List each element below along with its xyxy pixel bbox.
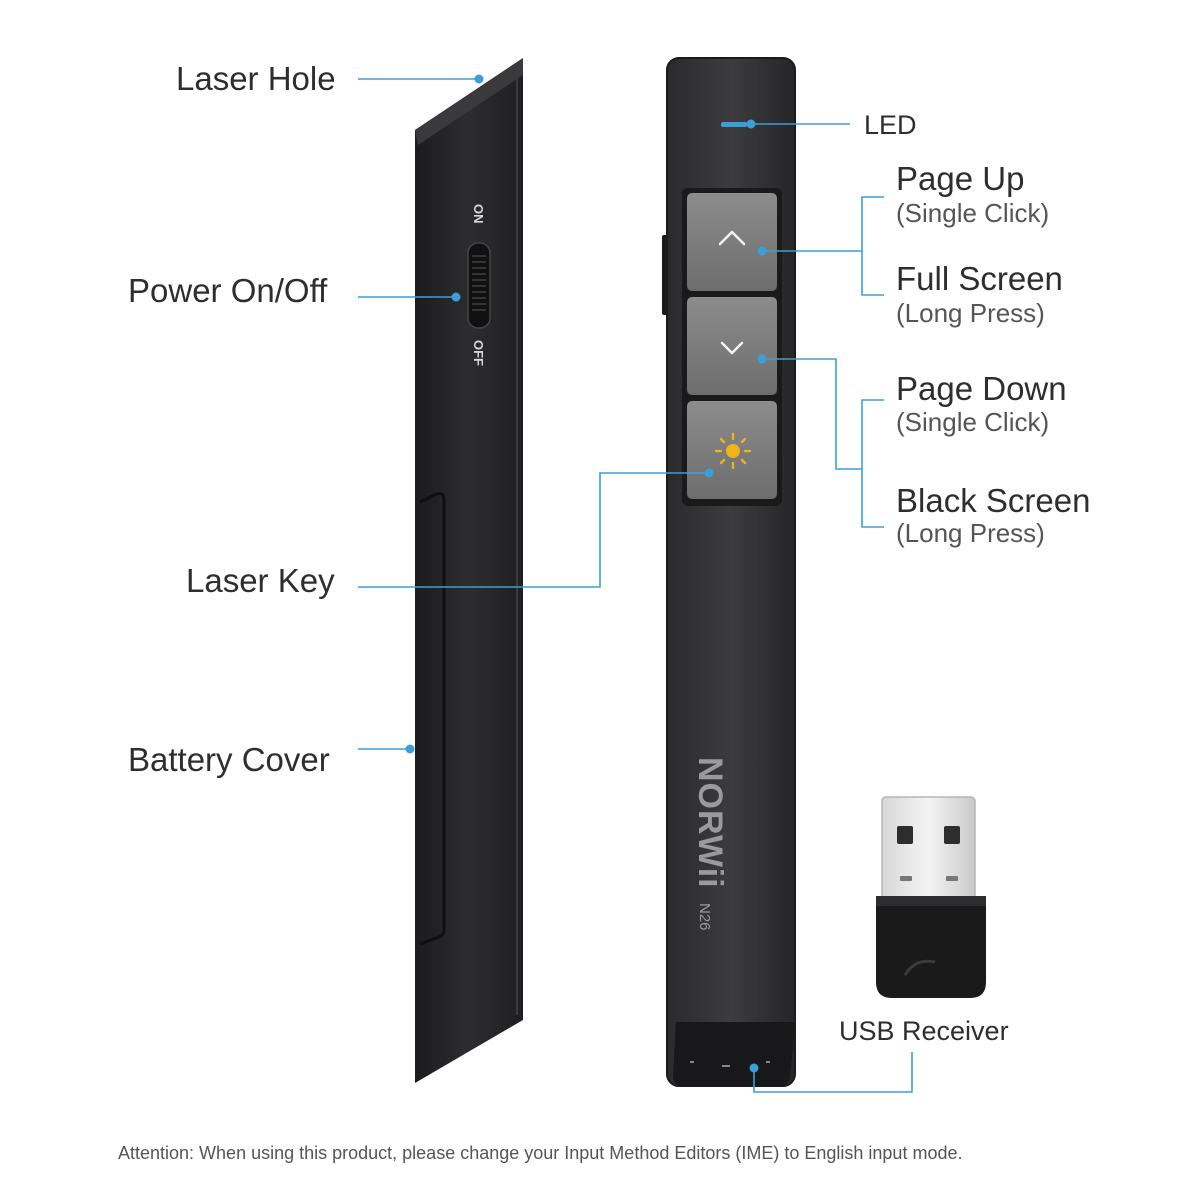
- laser-key-button[interactable]: [687, 401, 777, 499]
- laser-hole-label: Laser Hole: [176, 60, 336, 97]
- chevron-down-icon: [720, 341, 744, 355]
- callout-dots: [405, 74, 767, 1073]
- switch-on-label: ON: [471, 204, 486, 224]
- full-screen-action: (Long Press): [896, 298, 1045, 328]
- callout-lines: [358, 78, 913, 1093]
- page-down-button[interactable]: [687, 297, 777, 395]
- brand-logo: NORWii: [691, 757, 729, 889]
- sun-icon: [714, 432, 752, 470]
- attention-note: Attention: When using this product, plea…: [118, 1143, 963, 1163]
- battery-cover: [419, 492, 446, 946]
- laser-key-label: Laser Key: [186, 562, 335, 599]
- usb-receiver-label: USB Receiver: [839, 1016, 1009, 1046]
- led-label: LED: [864, 110, 917, 140]
- usb-receiver: [876, 796, 986, 998]
- chevron-up-icon: [718, 230, 746, 246]
- battery-cover-label: Battery Cover: [128, 741, 330, 778]
- power-label: Power On/Off: [128, 272, 328, 309]
- black-screen-action: (Long Press): [896, 518, 1045, 548]
- full-screen-label: Full Screen: [896, 260, 1063, 297]
- led-indicator: [721, 122, 747, 127]
- model-number: N26: [696, 903, 713, 931]
- presenter-side-view: ON OFF: [415, 58, 523, 1083]
- page-down-action: (Single Click): [896, 407, 1050, 437]
- switch-off-label: OFF: [471, 340, 486, 366]
- page-up-action: (Single Click): [896, 198, 1050, 228]
- black-screen-label: Black Screen: [896, 482, 1091, 519]
- page-down-label: Page Down: [896, 370, 1067, 407]
- page-up-button[interactable]: [687, 193, 777, 291]
- power-switch: ON OFF: [467, 204, 491, 366]
- presenter-front-view: NORWii N26: [662, 57, 796, 1087]
- page-up-label: Page Up: [896, 160, 1025, 197]
